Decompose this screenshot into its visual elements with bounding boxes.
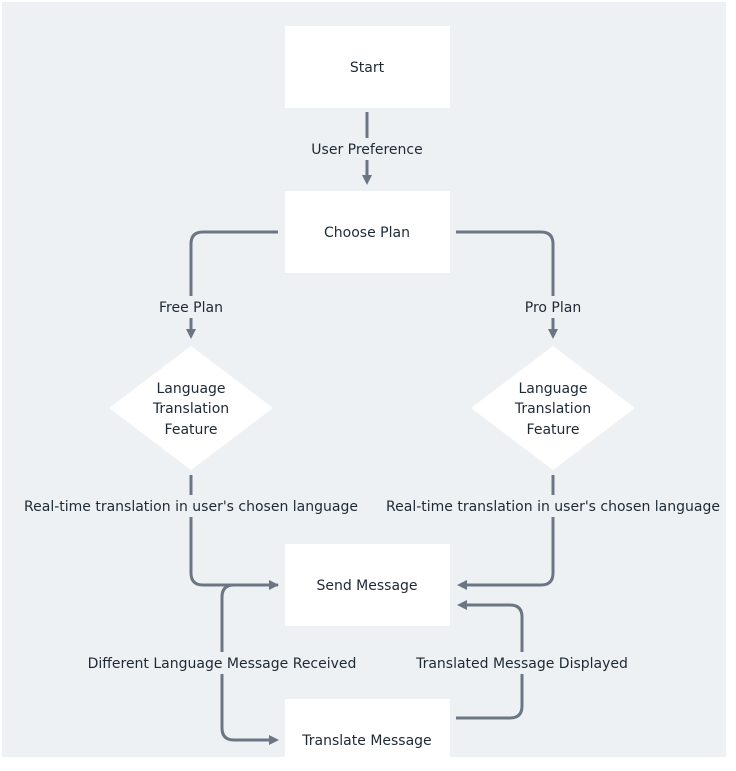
- edge-pro-to-send: [457, 475, 555, 590]
- node-decision-free-line-3: Feature: [165, 422, 218, 438]
- edge-free-to-send: [189, 475, 279, 590]
- node-choose-plan: Choose Plan: [285, 191, 450, 273]
- edge-label-user-preference-text: User Preference: [311, 142, 422, 158]
- node-send-message-label: Send Message: [316, 578, 417, 594]
- edge-label-free-plan-text: Free Plan: [159, 300, 223, 316]
- node-decision-pro-line-3: Feature: [527, 422, 580, 438]
- edge-label-free-plan: Free Plan: [154, 296, 228, 318]
- edge-choose-plan-to-pro: [456, 230, 558, 339]
- node-translate-message: Translate Message: [285, 699, 450, 771]
- node-translate-message-label: Translate Message: [301, 733, 431, 749]
- edge-label-user-preference: User Preference: [308, 138, 426, 160]
- edge-label-realtime-free-text: Real-time translation in user's chosen l…: [24, 499, 358, 515]
- edge-label-different-language: Different Language Message Received: [88, 652, 357, 674]
- node-decision-free-line-1: Language: [156, 381, 225, 397]
- edge-label-realtime-pro-text: Real-time translation in user's chosen l…: [386, 499, 720, 515]
- node-decision-pro: Language Translation Feature: [471, 346, 635, 470]
- node-decision-free: Language Translation Feature: [109, 346, 273, 470]
- node-decision-pro-line-2: Translation: [514, 401, 591, 417]
- node-start-label: Start: [350, 60, 385, 76]
- edge-label-different-language-text: Different Language Message Received: [88, 656, 357, 672]
- node-choose-plan-label: Choose Plan: [324, 225, 410, 241]
- edge-label-pro-plan: Pro Plan: [521, 296, 585, 318]
- edge-label-realtime-pro: Real-time translation in user's chosen l…: [386, 495, 720, 517]
- edge-label-pro-plan-text: Pro Plan: [525, 300, 581, 316]
- edge-label-realtime-free: Real-time translation in user's chosen l…: [24, 495, 358, 517]
- node-decision-free-line-2: Translation: [152, 401, 229, 417]
- diagram-background: [2, 2, 726, 757]
- node-send-message: Send Message: [285, 544, 450, 626]
- edge-label-translated-displayed: Translated Message Displayed: [415, 652, 628, 674]
- edge-label-translated-displayed-text: Translated Message Displayed: [415, 656, 628, 672]
- edge-choose-plan-to-free: [186, 230, 278, 339]
- node-decision-pro-line-1: Language: [518, 381, 587, 397]
- node-start: Start: [285, 26, 450, 108]
